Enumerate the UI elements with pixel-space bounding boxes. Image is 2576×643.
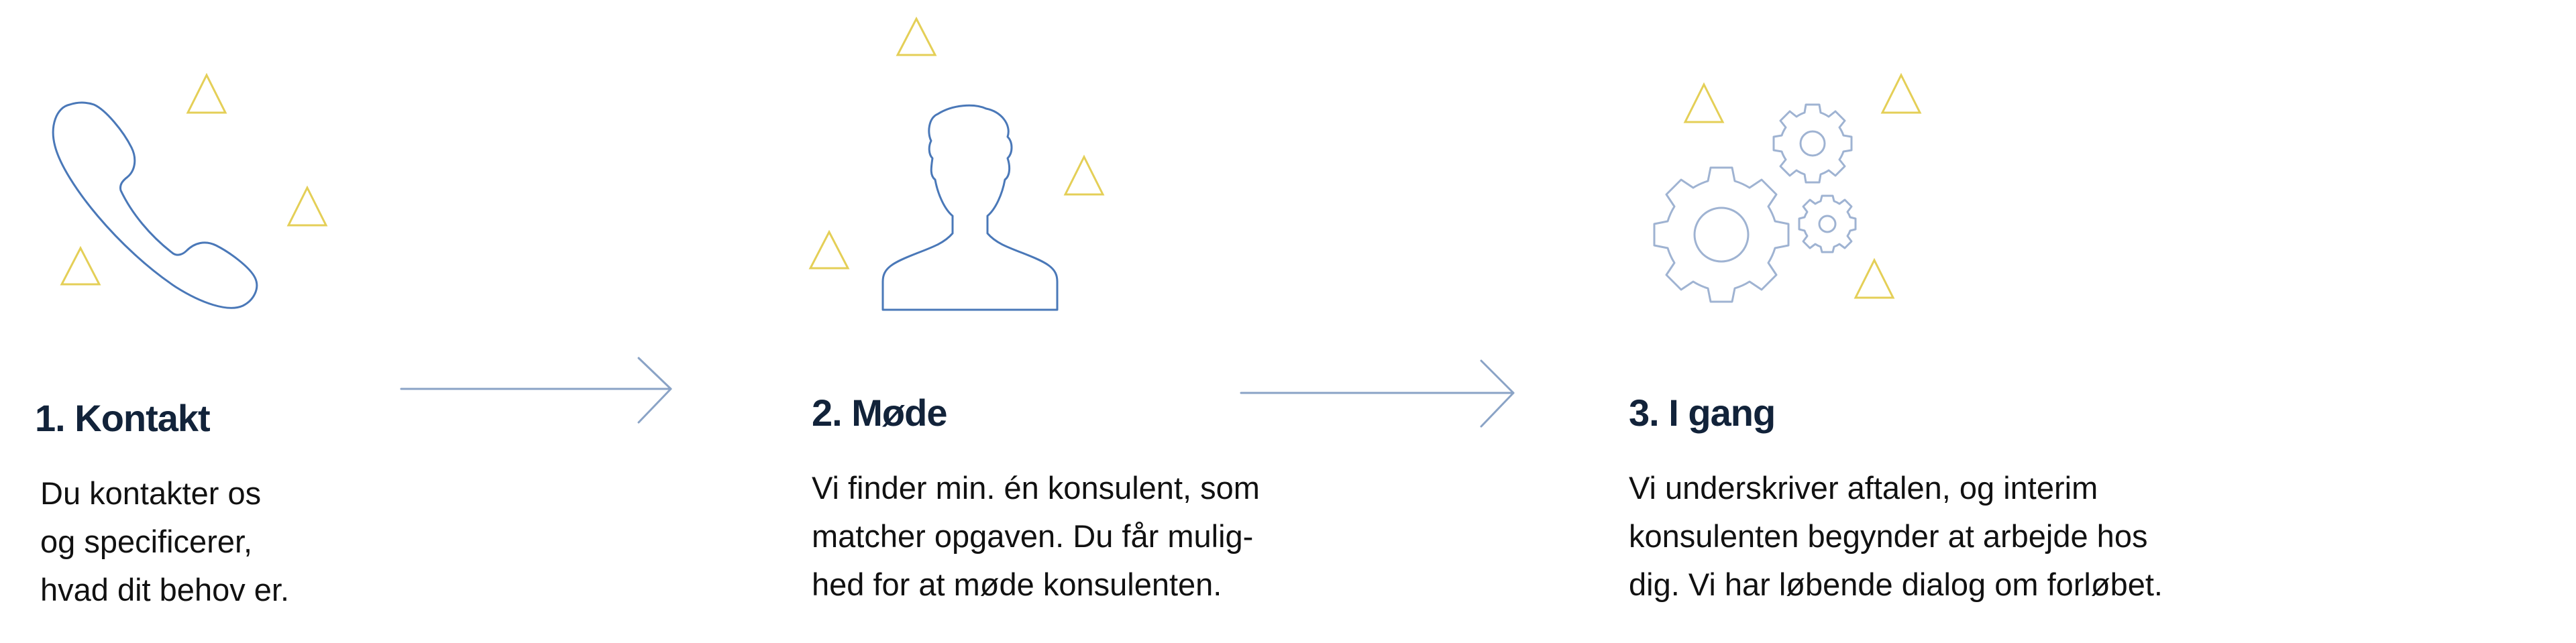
triangle-icon (1683, 82, 1725, 123)
step-1-title: 1. Kontakt (35, 397, 211, 439)
step-3-line: konsulenten begynder at arbejde hos (1629, 518, 2148, 554)
person-icon (881, 104, 1059, 311)
triangle-icon (896, 16, 937, 56)
step-2-title: 2. Møde (812, 392, 947, 434)
triangle-icon (286, 185, 328, 227)
triangle-icon (1063, 154, 1105, 196)
arrow-right-icon (1240, 359, 1515, 428)
triangle-icon (808, 229, 850, 270)
step-3-line: Vi underskriver aftalen, og interim (1629, 470, 2098, 506)
triangle-icon (1854, 257, 1895, 299)
triangle-icon (60, 245, 101, 286)
step-2-description: Vi finder min. én konsulent, som matcher… (812, 464, 1260, 609)
step-1-line: hvad dit behov er. (40, 572, 290, 607)
step-1-description: Du kontakter os og specificerer, hvad di… (40, 469, 289, 614)
small-gear-icon (1772, 103, 1853, 184)
step-2-line: matcher opgaven. Du får mulig- (812, 518, 1254, 554)
small-gear-icon (1798, 194, 1857, 253)
phone-icon (52, 101, 258, 309)
step-1-line: og specificerer, (40, 524, 253, 559)
step-3-title: 3. I gang (1629, 392, 1776, 434)
step-3-description: Vi underskriver aftalen, og interim kons… (1629, 464, 2163, 609)
step-1-line: Du kontakter os (40, 475, 262, 511)
arrow-right-icon (400, 357, 672, 424)
step-2-line: Vi finder min. én konsulent, som (812, 470, 1260, 506)
triangle-icon (1880, 72, 1922, 114)
gears-icon (1653, 103, 1857, 303)
triangle-icon (186, 72, 227, 114)
large-gear-icon (1653, 166, 1790, 303)
step-3-line: dig. Vi har løbende dialog om forløbet. (1629, 567, 2163, 602)
step-2-line: hed for at møde konsulenten. (812, 567, 1222, 602)
